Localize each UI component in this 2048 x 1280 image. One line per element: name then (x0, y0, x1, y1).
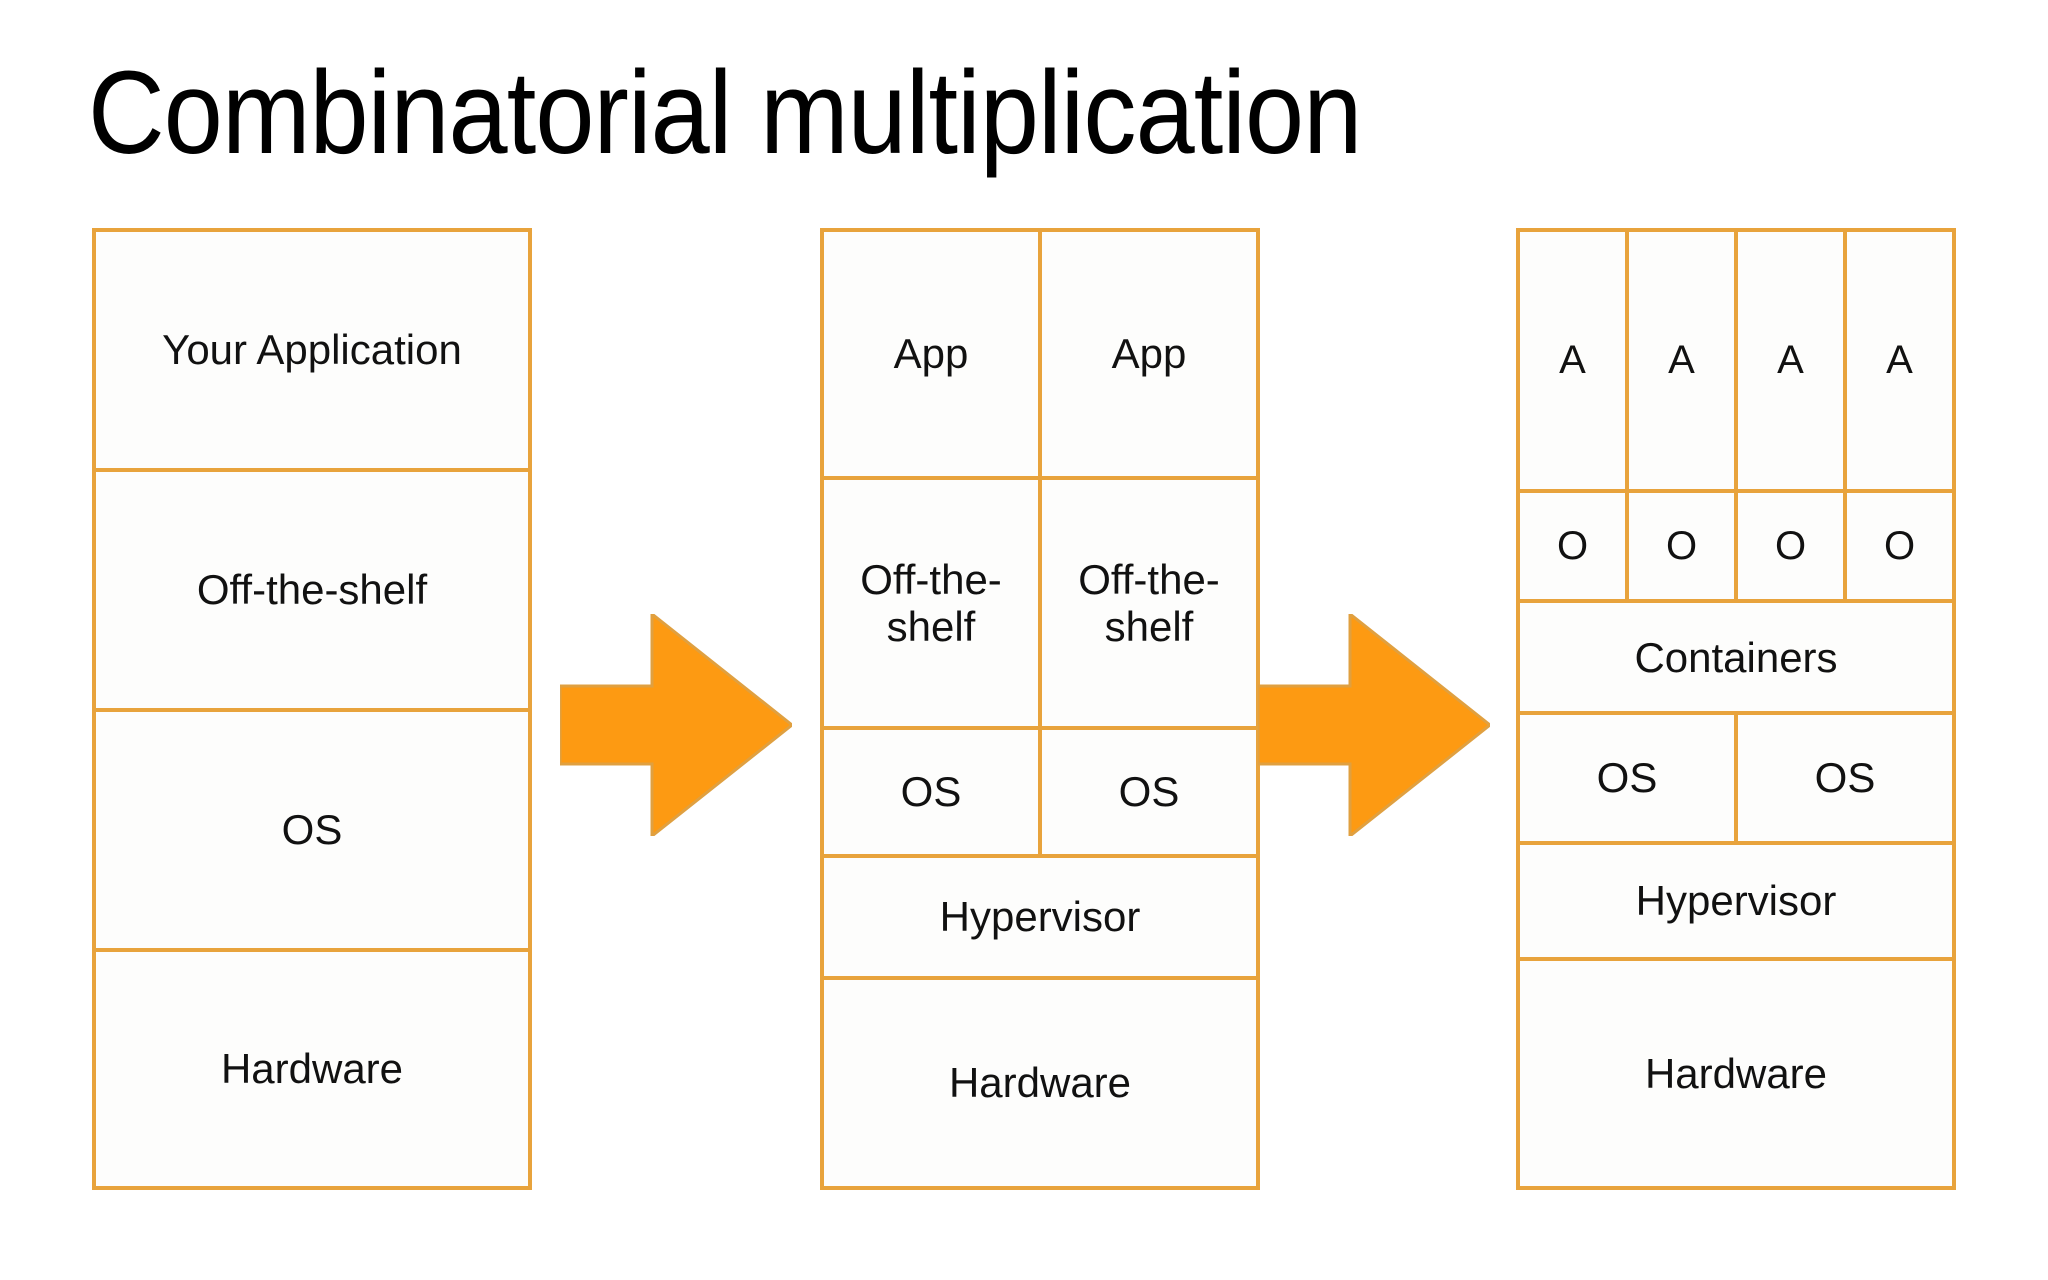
stack3-cell-off-the-shelf-3: O (1738, 493, 1847, 600)
stack2-cell-os-2: OS (1042, 730, 1256, 854)
stack3-cell-hardware: Hardware (1520, 960, 1952, 1187)
containerized-stack: A A A A O O O O Containers OS OS Hypervi… (1516, 228, 1956, 1190)
stack2-cell-app-1: App (824, 232, 1042, 476)
stack3-cell-containers: Containers (1520, 603, 1952, 711)
virtualized-stack: App App Off-the-shelf Off-the-shelf OS O… (820, 228, 1260, 1190)
stack1-cell-os: OS (96, 712, 528, 948)
stack1-layer-hardware: Hardware (96, 952, 528, 1186)
stack2-layer-hypervisor: Hypervisor (824, 858, 1256, 980)
stack2-cell-os-1: OS (824, 730, 1042, 854)
stack2-layer-hardware: Hardware (824, 980, 1256, 1186)
stack2-layer-application: App App (824, 232, 1256, 480)
stack3-cell-app-1: A (1520, 232, 1629, 490)
stack3-cell-app-2: A (1629, 232, 1738, 490)
stack2-cell-hypervisor: Hypervisor (824, 858, 1256, 976)
stack3-layer-hypervisor: Hypervisor (1520, 844, 1952, 961)
stack1-cell-application: Your Application (96, 232, 528, 468)
stack3-layer-off-the-shelf: O O O O (1520, 493, 1952, 604)
stack3-cell-os-1: OS (1520, 715, 1738, 841)
stack3-layer-application: A A A A (1520, 232, 1952, 494)
stack2-layer-off-the-shelf: Off-the-shelf Off-the-shelf (824, 480, 1256, 730)
stack3-layer-operating-system: OS OS (1520, 715, 1952, 845)
bare-metal-stack: Your Application Off-the-shelf OS Hardwa… (92, 228, 532, 1190)
stack2-cell-app-2: App (1042, 232, 1256, 476)
stack1-cell-off-the-shelf: Off-the-shelf (96, 472, 528, 708)
stack2-cell-off-the-shelf-2: Off-the-shelf (1042, 480, 1256, 726)
stack2-layer-operating-system: OS OS (824, 730, 1256, 858)
page-title: Combinatorial multiplication (88, 47, 1362, 179)
stack3-cell-app-4: A (1847, 232, 1952, 490)
stack3-layer-hardware: Hardware (1520, 960, 1952, 1187)
stack3-cell-off-the-shelf-4: O (1847, 493, 1952, 600)
stack1-layer-application: Your Application (96, 232, 528, 472)
stack3-cell-off-the-shelf-2: O (1629, 493, 1738, 600)
stack2-cell-hardware: Hardware (824, 980, 1256, 1186)
stack1-layer-operating-system: OS (96, 712, 528, 952)
stack-progression-diagram: Your Application Off-the-shelf OS Hardwa… (0, 228, 2048, 1228)
stack3-cell-hypervisor: Hypervisor (1520, 844, 1952, 957)
arrow-stage1-to-stage2 (560, 614, 792, 836)
arrow-stage2-to-stage3 (1258, 614, 1490, 836)
stack2-cell-off-the-shelf-1: Off-the-shelf (824, 480, 1042, 726)
stack3-cell-off-the-shelf-1: O (1520, 493, 1629, 600)
stack3-cell-app-3: A (1738, 232, 1847, 490)
stack3-layer-containers: Containers (1520, 603, 1952, 715)
stack1-cell-hardware: Hardware (96, 952, 528, 1186)
stack1-layer-off-the-shelf: Off-the-shelf (96, 472, 528, 712)
stack3-cell-os-2: OS (1738, 715, 1952, 841)
